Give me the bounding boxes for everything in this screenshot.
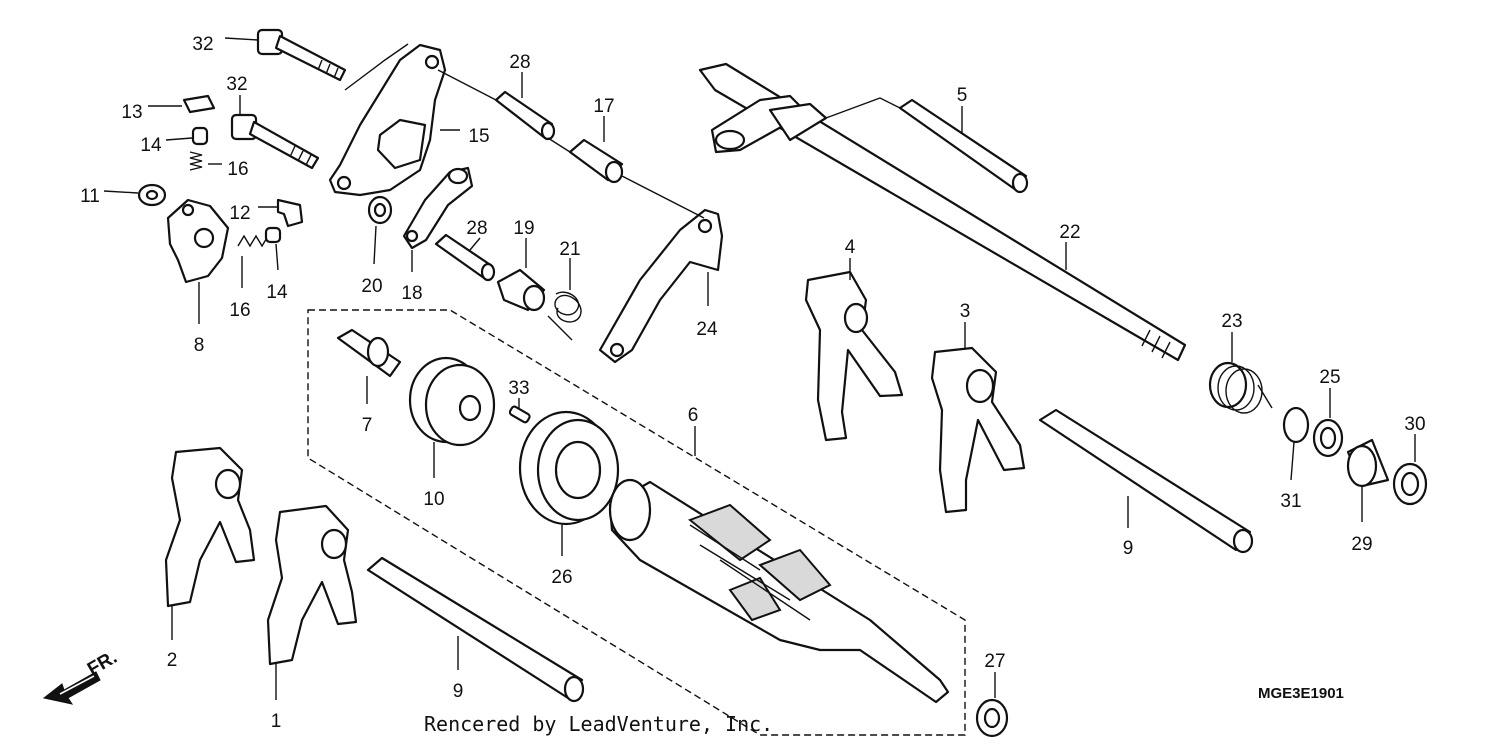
ball-bearing-icon [518, 410, 620, 526]
spring-small-2-icon [237, 234, 269, 248]
oil-seal-27-icon [975, 698, 1009, 738]
callout-17: 17 [593, 96, 614, 117]
stopper-arm-icon [166, 198, 230, 284]
front-direction-arrow-icon [42, 671, 101, 705]
fork-shaft-right-icon [1038, 408, 1252, 552]
callout-8: 8 [194, 335, 205, 356]
callout-13: 13 [121, 102, 142, 123]
washer-25-icon [1312, 418, 1344, 458]
nut-icon [137, 183, 167, 207]
dowel-pin-icon [508, 405, 531, 424]
callout-3: 3 [960, 301, 971, 322]
stopper-pin-icon [182, 94, 216, 114]
callout-22: 22 [1059, 222, 1080, 243]
guide-plate-icon [328, 43, 447, 197]
callout-9: 9 [1123, 538, 1134, 559]
callout-9: 9 [453, 681, 464, 702]
callout-20: 20 [361, 276, 382, 297]
fork-shaft-top-icon [898, 98, 1028, 192]
shift-plate-icon [598, 208, 724, 364]
return-spring-icon [547, 291, 582, 341]
callout-25: 25 [1319, 367, 1340, 388]
callout-2: 2 [167, 650, 178, 671]
callout-27: 27 [984, 651, 1005, 672]
diagram-code: MGE3E1901 [1258, 685, 1344, 702]
torsion-spring-icon [1208, 361, 1273, 414]
callout-32: 32 [226, 74, 247, 95]
collar-2-icon [264, 226, 282, 244]
callout-4: 4 [845, 237, 856, 258]
callout-30: 30 [1404, 414, 1425, 435]
callout-15: 15 [468, 126, 489, 147]
drum-shifter-arm-icon [402, 166, 474, 250]
callout-29: 29 [1351, 534, 1372, 555]
drum-assembly-outline [307, 309, 966, 736]
shift-drum-icon [608, 478, 950, 704]
gearshift-spindle-icon [698, 62, 1187, 362]
fork-shaft-lower-icon [366, 556, 584, 700]
callout-26: 26 [551, 567, 572, 588]
needle-bearing-icon [1346, 438, 1390, 488]
circlip-icon [1282, 406, 1310, 444]
callout-6: 6 [688, 405, 699, 426]
callout-16: 16 [227, 159, 248, 180]
callout-11: 11 [80, 186, 100, 207]
render-credit: Rencered by LeadVenture, Inc. [424, 712, 773, 736]
callout-19: 19 [513, 218, 534, 239]
callout-23: 23 [1221, 311, 1242, 332]
bracket-clip-icon [276, 198, 304, 228]
callout-14: 14 [140, 135, 162, 156]
callout-5: 5 [957, 85, 968, 106]
drum-center-bolt-icon [336, 328, 402, 378]
spring-small-icon [189, 151, 203, 171]
callout-10: 10 [423, 489, 444, 510]
callout-12: 12 [229, 203, 250, 224]
washer-icon [367, 195, 393, 225]
callout-14: 14 [266, 282, 288, 303]
shift-fork-1-icon [266, 504, 358, 666]
callout-21: 21 [559, 239, 580, 260]
collar-icon [191, 126, 209, 146]
roller-icon [496, 268, 546, 312]
callout-33: 33 [508, 378, 529, 399]
callout-31: 31 [1280, 491, 1301, 512]
shift-fork-4-icon [804, 270, 904, 442]
callout-24: 24 [696, 319, 718, 340]
callout-7: 7 [362, 415, 373, 436]
shift-fork-3-icon [930, 346, 1026, 514]
bolt-upper-icon [256, 28, 347, 82]
callout-28: 28 [509, 52, 530, 73]
leader-lines [103, 37, 1416, 700]
callout-16: 16 [229, 300, 250, 321]
callout-32: 32 [192, 34, 213, 55]
callout-28: 28 [466, 218, 487, 239]
oil-seal-30-icon [1392, 462, 1428, 506]
callout-18: 18 [401, 283, 422, 304]
bolt-lower-icon [230, 113, 320, 170]
shift-fork-2-icon [164, 446, 256, 608]
shift-drum-center-icon [408, 356, 496, 447]
callout-1: 1 [271, 711, 282, 732]
